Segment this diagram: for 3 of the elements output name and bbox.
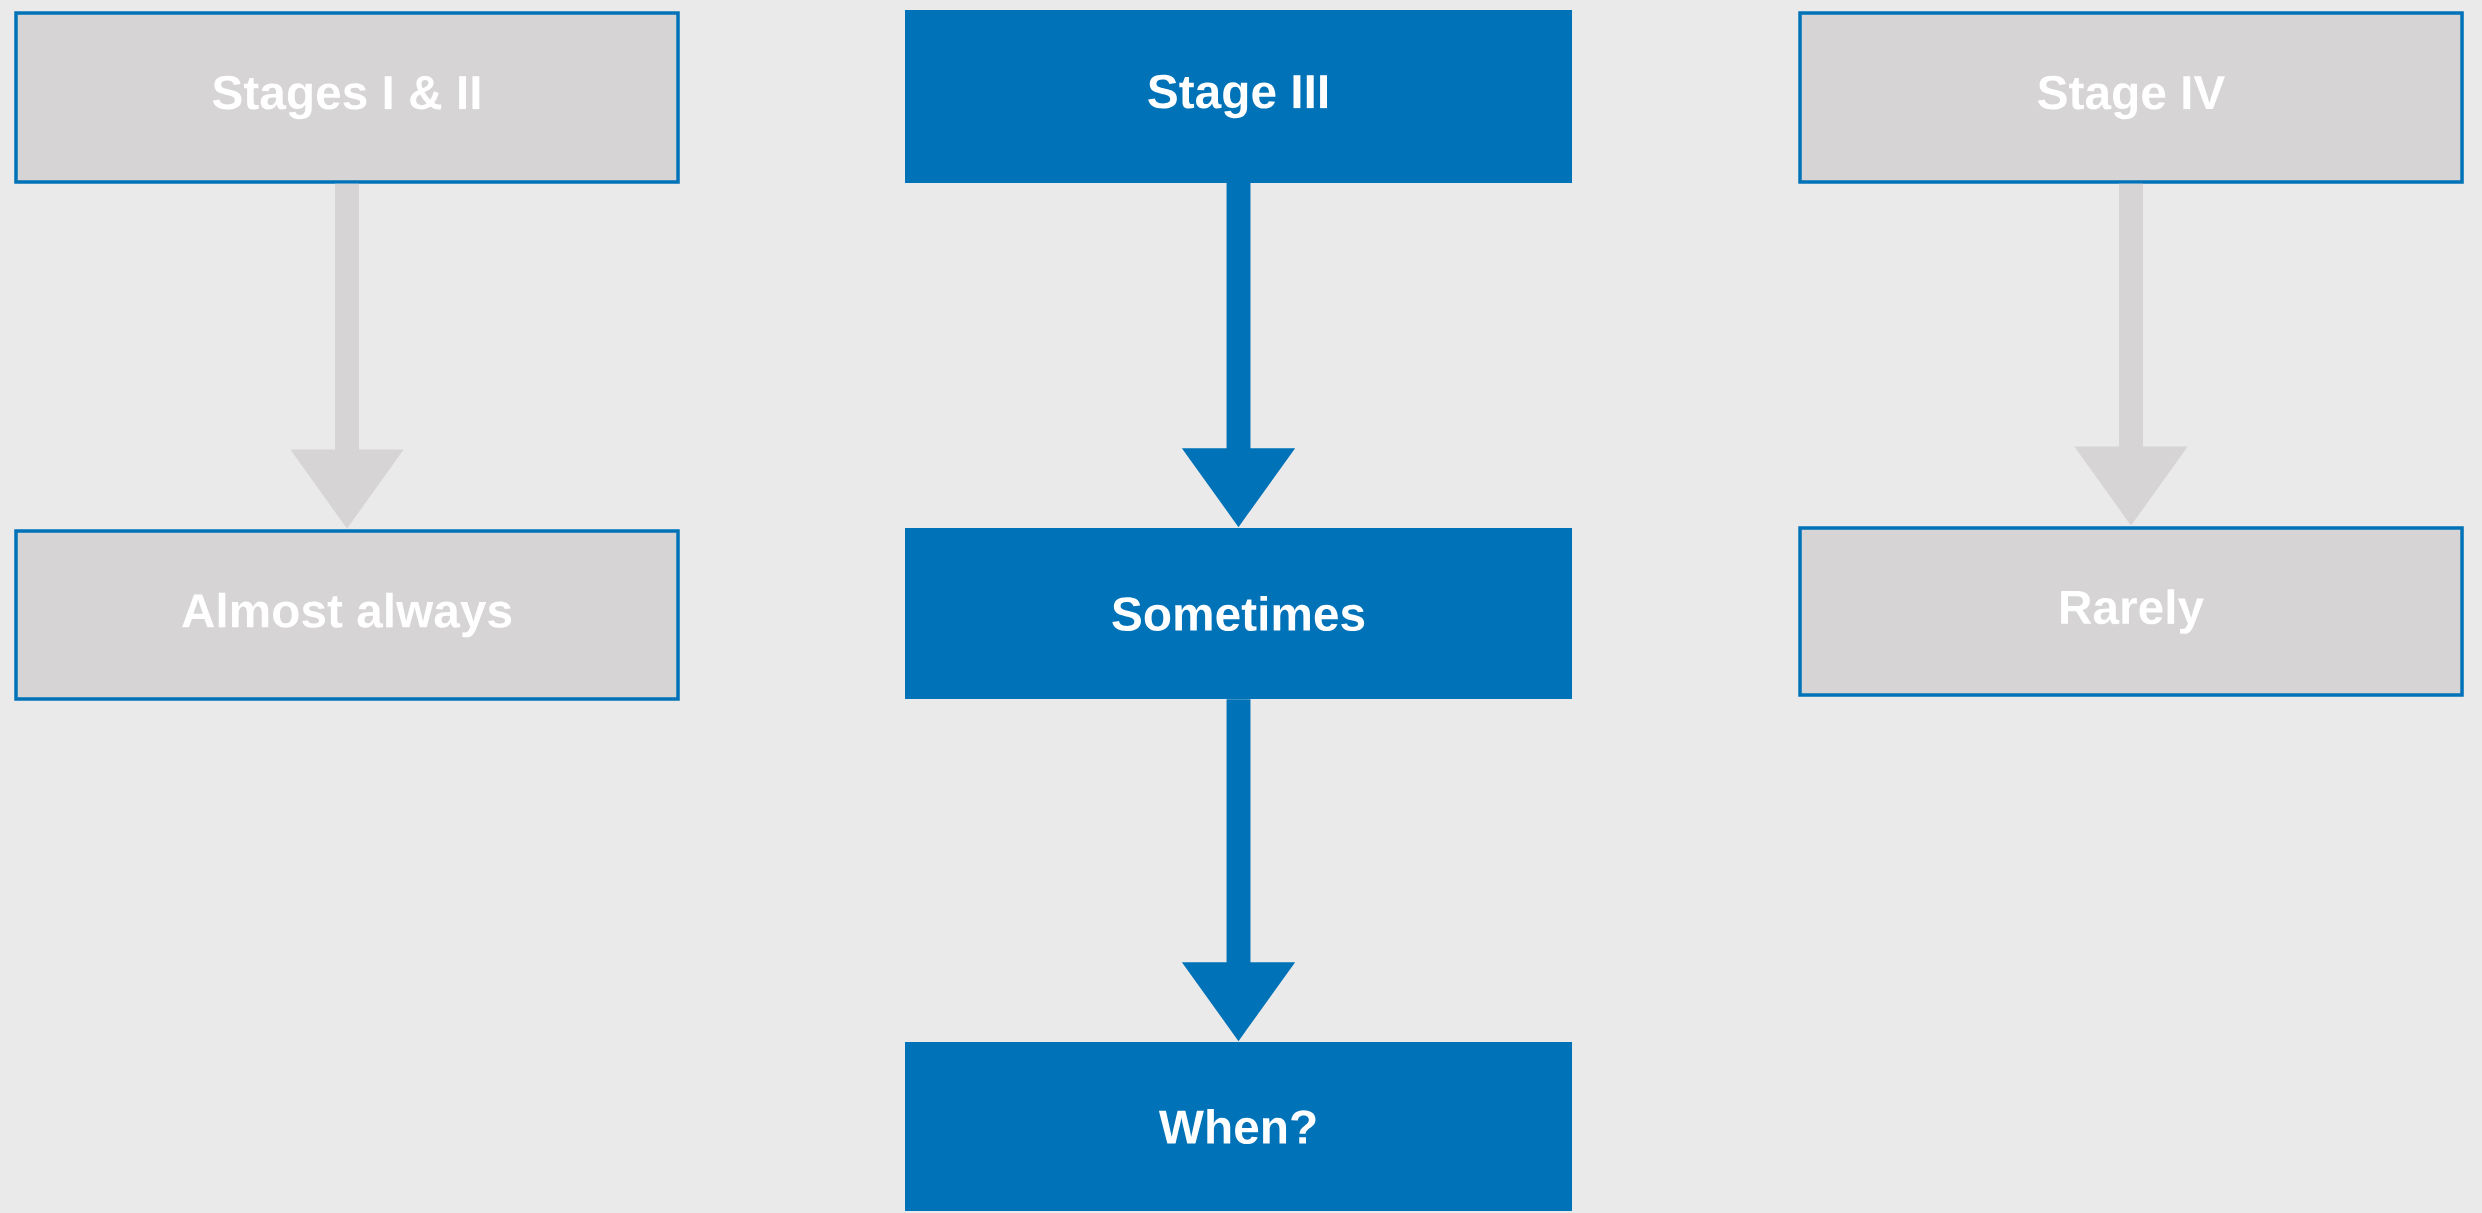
highlighted-box: Sometimes — [905, 528, 1572, 699]
highlighted-box: Stage III — [905, 10, 1572, 183]
highlighted-box: When? — [905, 1042, 1572, 1211]
